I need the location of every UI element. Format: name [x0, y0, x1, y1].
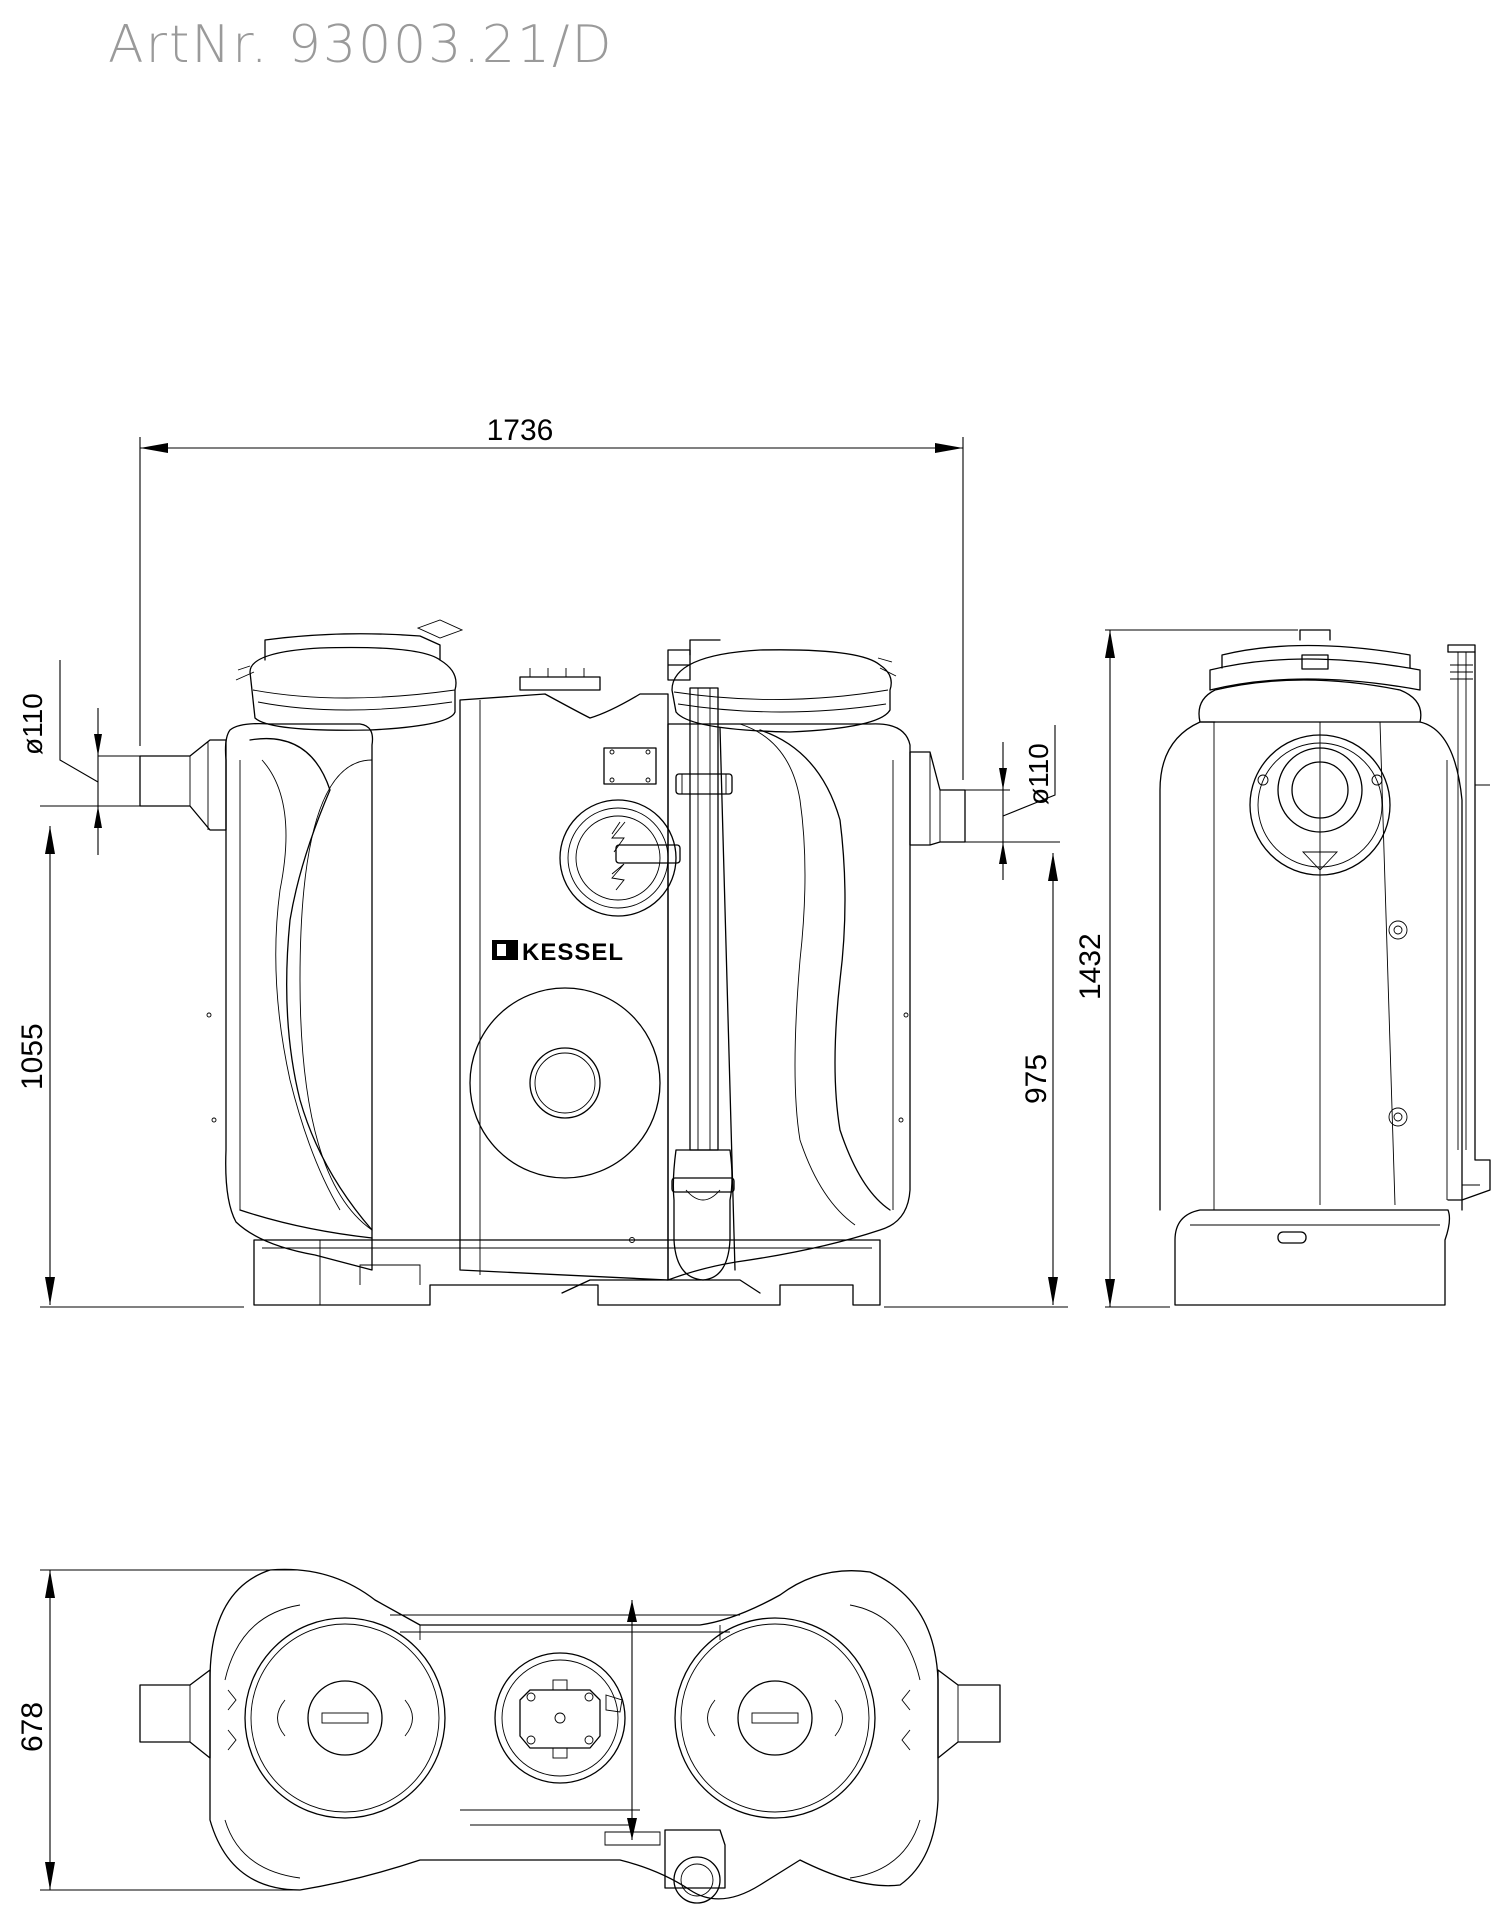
left-inlet-diameter-label: ø110	[17, 693, 48, 755]
article-number-title: ArtNr. 93003.21/D	[108, 15, 614, 75]
kessel-logo-icon	[492, 940, 518, 960]
plan-dimensions: 678	[16, 1569, 637, 1891]
right-outlet-diameter-label: ø110	[1023, 743, 1054, 805]
electric-symbol-icon	[611, 821, 626, 853]
side-dimensions: 1432	[1074, 629, 1298, 1308]
plan-depth-label: 678	[16, 1702, 49, 1752]
side-view	[1159, 629, 1491, 1306]
brand-name: KESSEL	[522, 939, 624, 966]
total-height-label: 1432	[1074, 933, 1107, 1000]
front-view: KESSEL	[139, 619, 966, 1306]
plan-view	[139, 1568, 1001, 1904]
outlet-height-label: 975	[1020, 1054, 1053, 1104]
front-dimensions: 1736 ø110 1055 ø110 975	[16, 414, 1068, 1308]
inlet-height-label: 1055	[16, 1023, 49, 1090]
width-dimension-label: 1736	[487, 414, 554, 447]
